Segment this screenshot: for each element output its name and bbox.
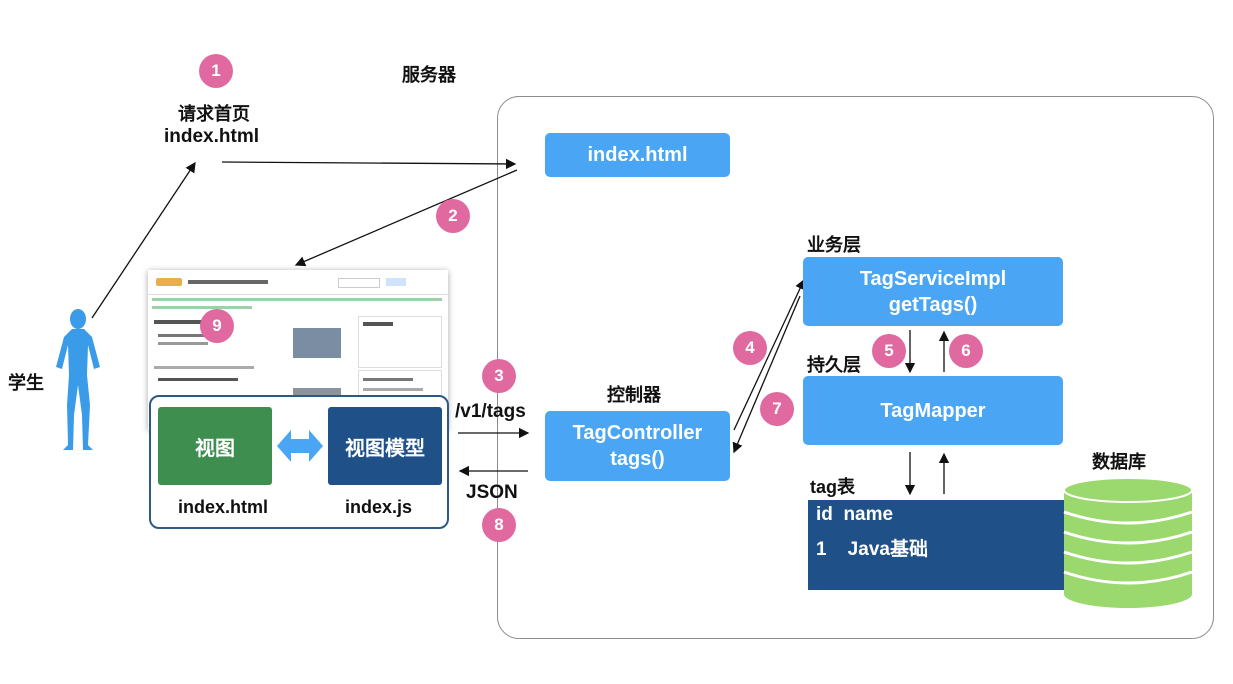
server-index-html-label: index.html [587, 144, 688, 166]
json-label: JSON [466, 482, 518, 503]
step-badge-5: 5 [872, 334, 906, 368]
step-badge-4: 4 [733, 331, 767, 365]
student-person-icon [56, 309, 100, 450]
step-badge-1: 1 [199, 54, 233, 88]
step-badge-6: 6 [949, 334, 983, 368]
view-label: 视图 [195, 437, 235, 460]
arrow-service-controller [732, 295, 801, 454]
arrow-index-browser [294, 169, 518, 267]
server-index-html-box: index.html [545, 133, 730, 177]
view-box: 视图 [158, 407, 272, 485]
request-label-line2: index.html [164, 126, 260, 147]
arrow-student-request [91, 161, 196, 319]
request-label-line1: 请求首页 [178, 104, 250, 124]
tag-controller-box: TagController tags() [545, 411, 730, 481]
step-badge-8: 8 [482, 508, 516, 542]
table-header-row: id name [816, 504, 894, 525]
controller-method-label: tags() [610, 448, 665, 470]
student-label: 学生 [8, 373, 44, 393]
tag-table: id name 1 Java基础 [808, 500, 1070, 590]
step-badge-2: 2 [436, 199, 470, 233]
tag-mapper-box: TagMapper [803, 376, 1063, 445]
persistence-layer-label: 持久层 [807, 355, 861, 375]
service-class-label: TagServiceImpl [859, 267, 1007, 290]
service-layer-label: 业务层 [807, 235, 861, 255]
mapper-label: TagMapper [880, 399, 986, 422]
api-path-label: /v1/tags [455, 401, 526, 422]
step-badge-3: 3 [482, 359, 516, 393]
bidirectional-arrow-icon [277, 430, 323, 462]
table-name-label: tag表 [810, 477, 855, 497]
step-badge-9: 9 [200, 309, 234, 343]
view-model-box: 视图模型 [328, 407, 442, 485]
server-label: 服务器 [402, 65, 456, 85]
controller-class-label: TagController [572, 422, 703, 444]
arrow-request-index [221, 158, 517, 170]
step-badge-7: 7 [760, 392, 794, 426]
view-file-label: index.html [178, 497, 269, 517]
database-label: 数据库 [1092, 452, 1146, 472]
controller-layer-label: 控制器 [607, 385, 661, 405]
database-cylinder-icon [1063, 477, 1193, 608]
service-method-label: getTags() [888, 293, 978, 316]
arrow-controller-service [733, 278, 805, 431]
view-model-label: 视图模型 [345, 437, 425, 460]
view-model-file-label: index.js [345, 497, 413, 517]
table-data-row: 1 Java基础 [816, 539, 928, 560]
tag-service-impl-box: TagServiceImpl getTags() [803, 257, 1063, 326]
